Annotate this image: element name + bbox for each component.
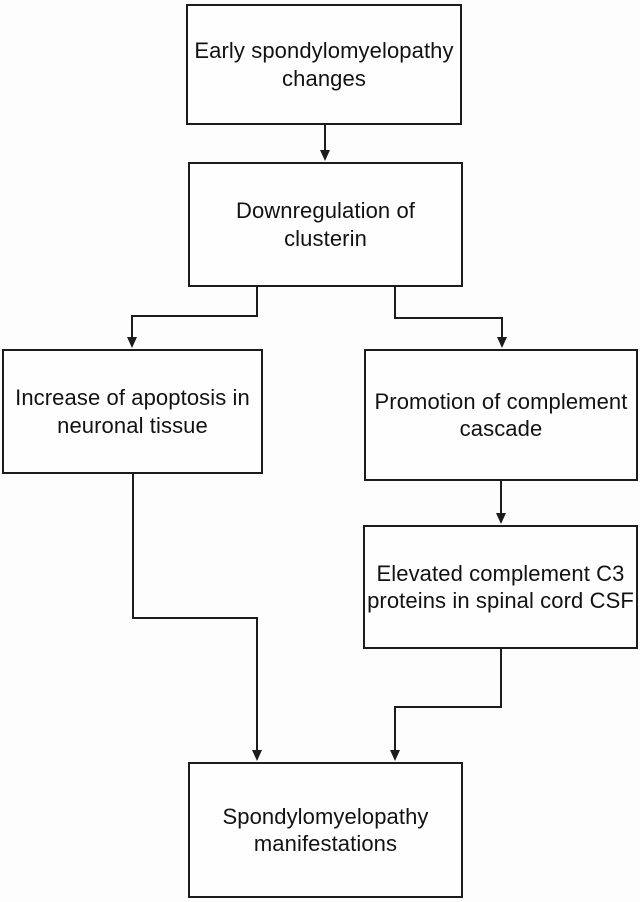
node-label: Early spondylomyelopathy changes — [194, 38, 454, 91]
node-downregulation-of-clusterin: Downregulation of clusterin — [188, 162, 463, 287]
node-promotion-of-complement-cascade: Promotion of complement cascade — [364, 349, 638, 481]
edge-downregulation-to-promotion — [394, 287, 507, 348]
edge-apoptosis-to-manifestations — [132, 474, 262, 761]
node-early-spondylomyelopathy-changes: Early spondylomyelopathy changes — [186, 4, 462, 125]
node-label: Promotion of complement cascade — [374, 388, 628, 442]
node-label: Increase of apoptosis in neuronal tissue — [15, 385, 250, 438]
node-elevated-complement-c3: Elevated complement C3 proteins in spina… — [363, 525, 638, 649]
edge-downregulation-to-apoptosis — [127, 287, 258, 348]
node-increase-of-apoptosis: Increase of apoptosis in neuronal tissue — [2, 349, 263, 474]
node-label: Elevated complement C3 proteins in spina… — [367, 560, 634, 614]
node-label: Downregulation of clusterin — [235, 198, 416, 251]
node-spondylomyelopathy-manifestations: Spondylomyelopathy manifestations — [188, 762, 463, 898]
node-label: Spondylomyelopathy manifestations — [222, 803, 429, 857]
edge-elevated-to-manifestations — [390, 649, 502, 761]
